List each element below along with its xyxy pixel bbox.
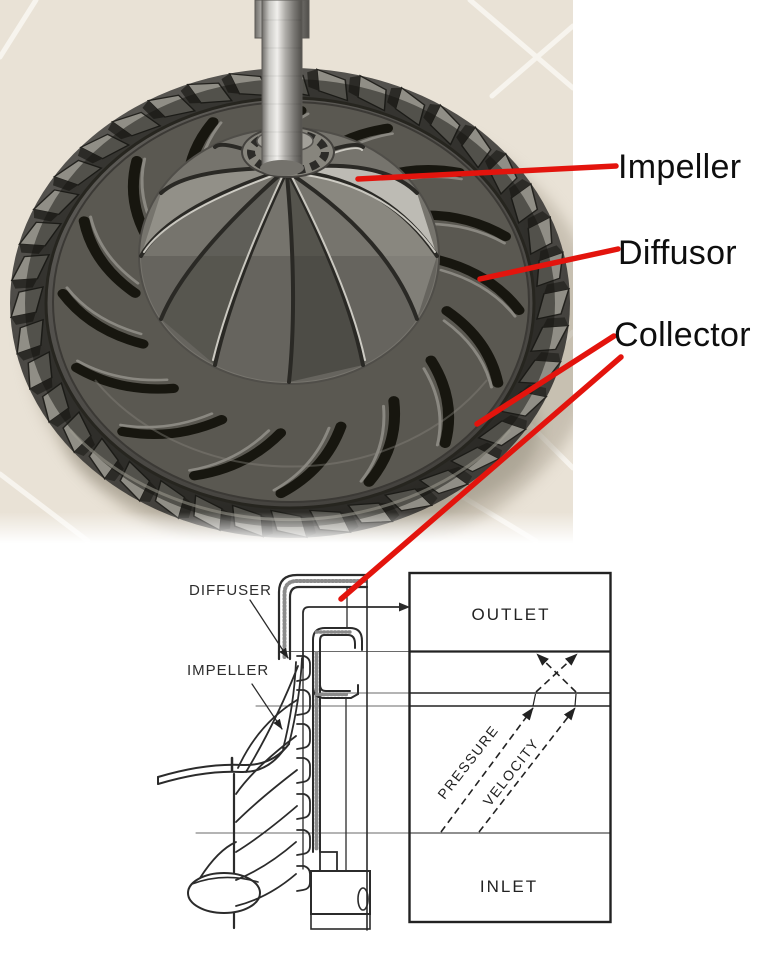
impeller-wheel <box>138 127 440 385</box>
impeller-pointer-arrow <box>251 683 283 730</box>
cross-section-schematic <box>157 573 411 931</box>
diffuser-pointer-arrow <box>249 599 289 659</box>
hub-and-shaft <box>241 0 335 178</box>
diagram-label-outlet: OUTLET <box>471 605 551 624</box>
label-diffusor: Diffusor <box>618 234 737 272</box>
photo-bottom-fade <box>0 512 573 543</box>
flow-arrow <box>302 602 410 669</box>
pressure-velocity-diagram <box>408 571 612 924</box>
schematic-label-impeller: IMPELLER <box>187 662 270 679</box>
annotation-lines <box>338 163 624 602</box>
diagram-label-inlet: INLET <box>479 877 539 896</box>
impeller-annotation-line <box>355 163 619 182</box>
collector-annotation-line-photo <box>474 333 617 427</box>
label-collector: Collector <box>614 316 751 354</box>
label-impeller: Impeller <box>618 148 742 186</box>
velocity-line <box>478 653 577 833</box>
compressor-photo <box>0 0 573 543</box>
diffusor-annotation-line <box>477 246 621 282</box>
schematic-label-diffuser: DIFFUSER <box>189 582 272 599</box>
pressure-line <box>440 653 578 833</box>
collector-annotation-line-schematic <box>338 354 624 602</box>
shaft <box>261 0 303 169</box>
